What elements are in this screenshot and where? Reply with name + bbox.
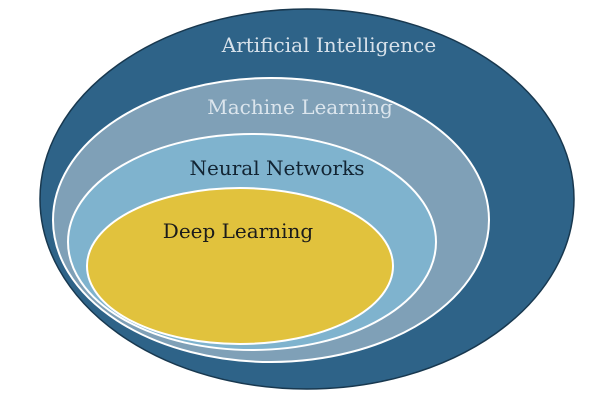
label-neural-networks: Neural Networks <box>190 156 365 180</box>
ellipse-deep-learning <box>86 187 394 345</box>
label-machine-learning: Machine Learning <box>207 95 393 119</box>
label-artificial-intelligence: Artificial Intelligence <box>221 33 436 57</box>
label-deep-learning: Deep Learning <box>163 219 314 243</box>
